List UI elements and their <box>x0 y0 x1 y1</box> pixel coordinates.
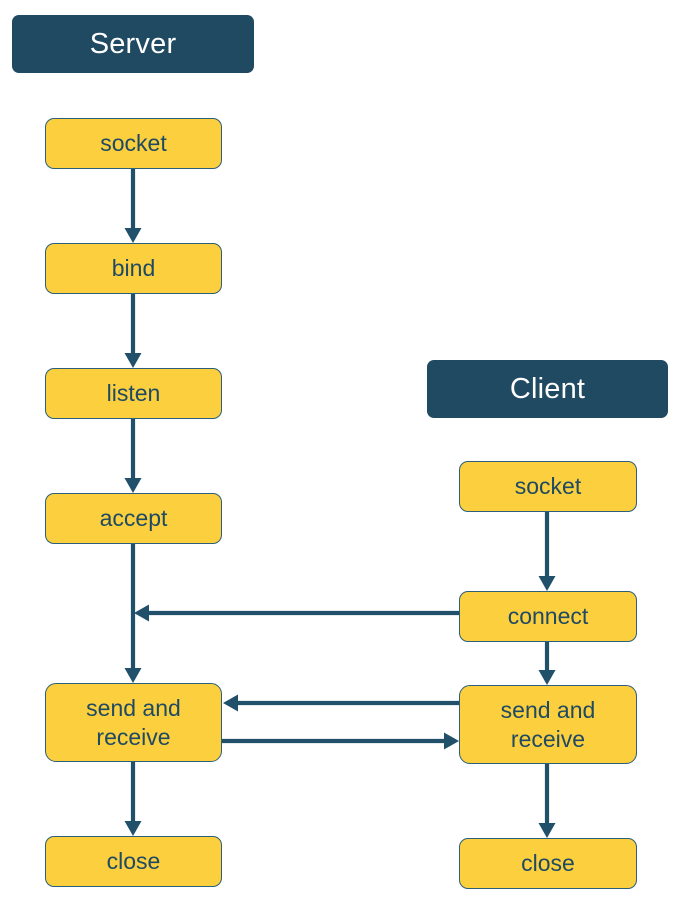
step-label: close <box>521 850 575 877</box>
step-label: close <box>106 848 161 875</box>
step-server-listen[interactable]: listen <box>45 368 222 419</box>
step-label: accept <box>99 505 168 532</box>
step-label: connect <box>507 603 589 630</box>
step-client-close[interactable]: close <box>459 838 637 889</box>
step-client-socket[interactable]: socket <box>459 461 637 512</box>
edge-client-socket-connect-arrowhead-icon <box>538 576 556 591</box>
step-server-accept[interactable]: accept <box>45 493 222 544</box>
edge-client-sendreceive-close-arrowhead-icon <box>538 823 556 838</box>
header-client: Client <box>427 360 668 418</box>
edge-server-sendreceive-close-arrowhead-icon <box>124 821 142 836</box>
edge-client-connect-sendreceive-arrowhead-icon <box>538 670 556 685</box>
step-label: listen <box>106 380 161 407</box>
edge-server-accept-sendreceive-arrowhead-icon <box>124 668 142 683</box>
edge-server-socket-bind-arrowhead-icon <box>124 228 142 243</box>
header-server: Server <box>12 15 254 73</box>
step-label: socket <box>514 473 582 500</box>
edge-server-to-client-data-arrowhead-icon <box>444 732 459 750</box>
edge-client-to-server-data-arrowhead-icon <box>223 694 238 712</box>
step-client-connect[interactable]: connect <box>459 591 637 642</box>
edge-server-bind-listen-arrowhead-icon <box>124 353 142 368</box>
step-server-close[interactable]: close <box>45 836 222 887</box>
step-label: bind <box>111 255 156 282</box>
step-label: socket <box>100 130 167 157</box>
step-server-bind[interactable]: bind <box>45 243 222 294</box>
edge-client-connect-to-server-accept-arrowhead-icon <box>134 604 149 622</box>
edge-server-listen-accept-arrowhead-icon <box>124 478 142 493</box>
step-server-socket[interactable]: socket <box>45 118 222 169</box>
